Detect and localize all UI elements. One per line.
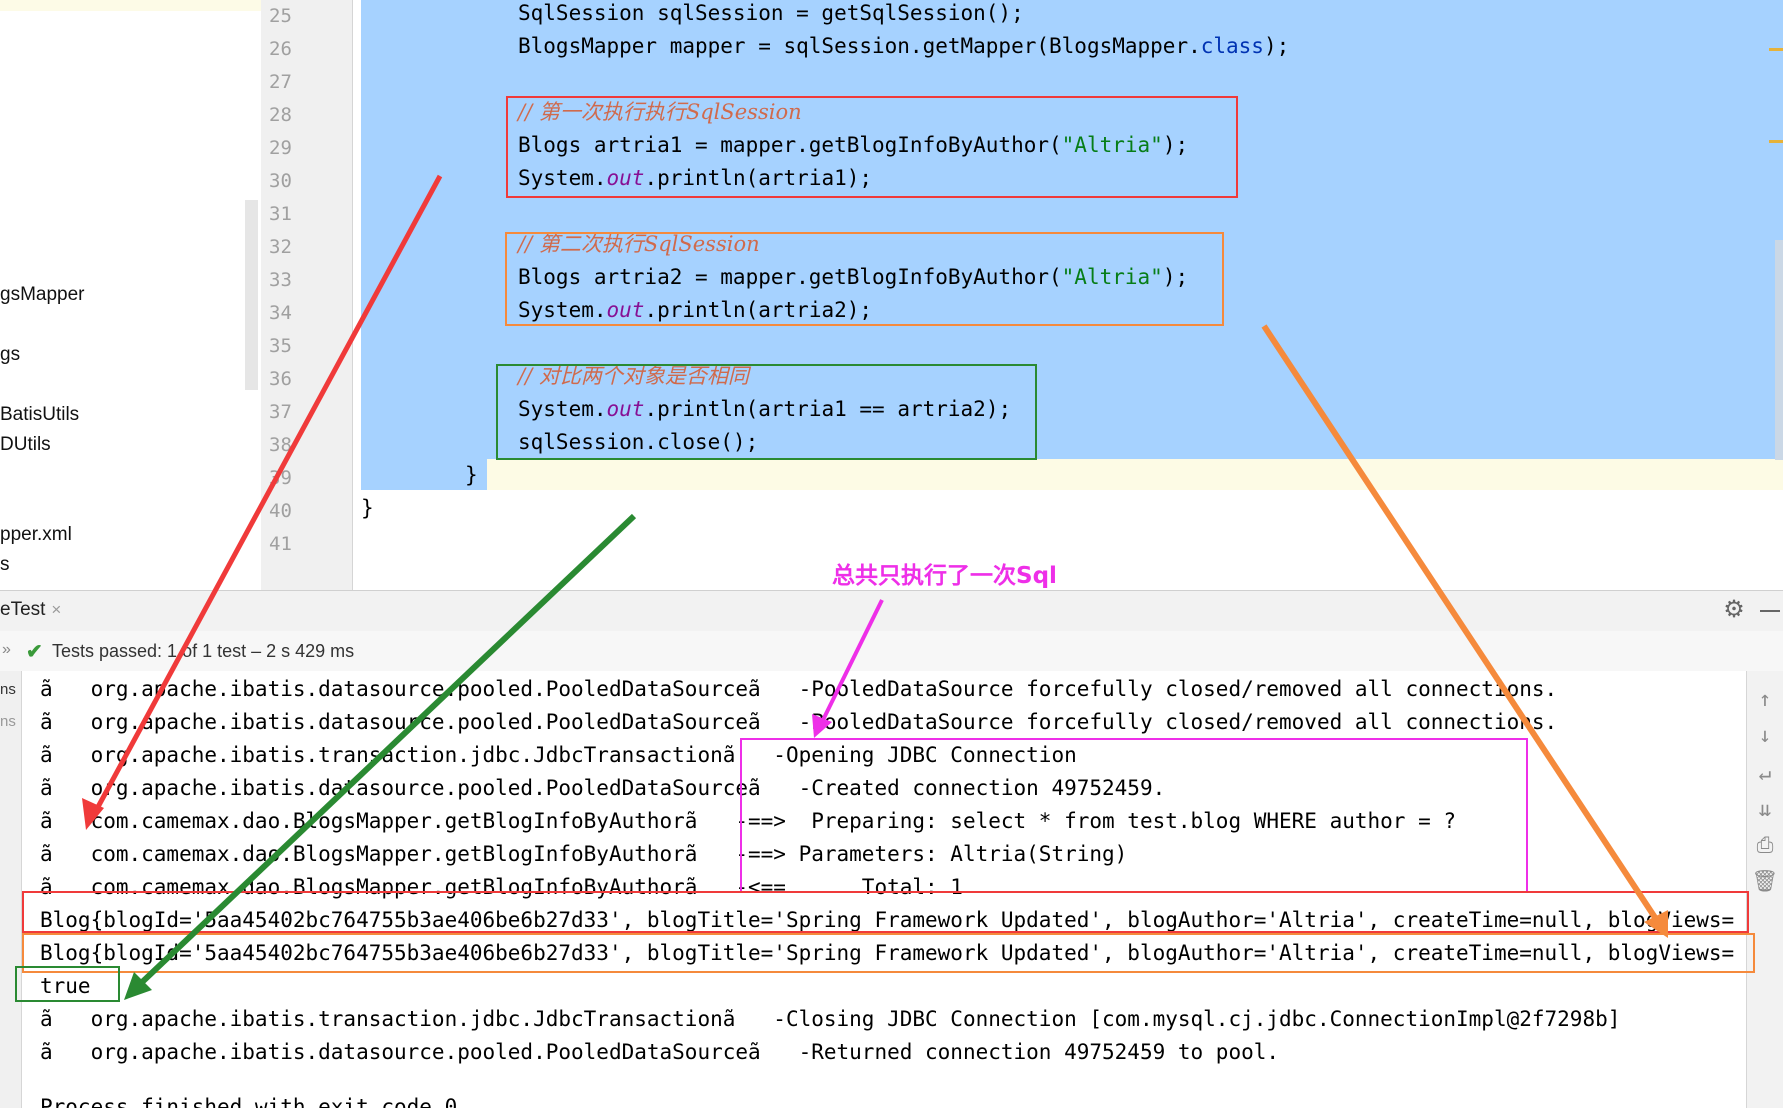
tree-item-uuidutils[interactable]: DUtils — [0, 434, 51, 455]
close-icon[interactable]: × — [51, 600, 62, 619]
code-line-26: BlogsMapper mapper = sqlSession.getMappe… — [518, 34, 1290, 58]
code-line-34: System.out.println(artria2); — [518, 298, 873, 322]
code-comment-second-query: // 第二次执行SqlSession — [518, 232, 760, 256]
line-number: 39 — [269, 467, 292, 489]
annotation-box-compare — [496, 364, 1037, 460]
line-number: 25 — [269, 5, 292, 27]
line-number: 36 — [269, 368, 292, 390]
run-tab[interactable]: eTest × — [0, 599, 61, 621]
arrow-down-icon[interactable]: ↓ — [1758, 723, 1772, 747]
annotation-box-result-2 — [22, 933, 1755, 973]
console-compare-result: true — [40, 974, 91, 998]
tests-passed-text: Tests passed: 1 of 1 test – 2 s 429 ms — [52, 641, 355, 661]
run-tab-label: eTest — [0, 599, 46, 620]
minimize-icon[interactable] — [1760, 610, 1780, 612]
code-line-30: System.out.println(artria1); — [518, 166, 873, 190]
console-line: ã org.apache.ibatis.transaction.jdbc.Jdb… — [40, 1007, 1621, 1031]
tree-highlight-strip — [0, 0, 261, 11]
annotation-box-true — [15, 966, 120, 1002]
editor-scrollbar[interactable] — [1775, 240, 1783, 460]
code-line-40: } — [361, 496, 374, 520]
line-number: 34 — [269, 302, 292, 324]
annotation-box-result-1 — [22, 891, 1749, 933]
line-number: 29 — [269, 137, 292, 159]
expand-icon[interactable]: » — [2, 641, 11, 658]
line-number: 31 — [269, 203, 292, 225]
caret-line-highlight — [487, 459, 1783, 490]
print-icon[interactable]: ⎙ — [1756, 833, 1774, 857]
annotation-box-first-query — [506, 96, 1238, 198]
line-number: 28 — [269, 104, 292, 126]
scroll-to-end-icon[interactable]: ⇊ — [1758, 797, 1772, 821]
annotation-note: 总共只执行了一次Sql — [832, 563, 1057, 589]
tree-item-mapper-xml[interactable]: pper.xml — [0, 524, 72, 545]
tree-item-s[interactable]: s — [0, 554, 10, 575]
line-number: 37 — [269, 401, 292, 423]
code-line-29: Blogs artria1 = mapper.getBlogInfoByAuth… — [518, 133, 1189, 157]
test-tree-item[interactable]: ns — [0, 681, 16, 698]
console-toolbar: ↑ ↓ ↵ ⇊ ⎙ 🗑 — [1746, 671, 1783, 1108]
line-number: 40 — [269, 500, 292, 522]
code-comment-compare: // 对比两个对象是否相同 — [518, 364, 749, 388]
project-tree-panel: gsMapper gs BatisUtils DUtils pper.xml s — [0, 0, 261, 590]
code-line-37: System.out.println(artria1 == artria2); — [518, 397, 1012, 421]
soft-wrap-icon[interactable]: ↵ — [1758, 761, 1772, 785]
test-tree-strip: ns ns — [0, 671, 22, 1108]
error-stripe-marker[interactable] — [1769, 140, 1783, 143]
line-number: 41 — [269, 533, 292, 555]
arrow-up-icon[interactable]: ↑ — [1758, 687, 1772, 711]
line-number: 30 — [269, 170, 292, 192]
code-line-25: SqlSession sqlSession = getSqlSession(); — [518, 1, 1024, 25]
code-editor[interactable]: SqlSession sqlSession = getSqlSession();… — [353, 0, 1783, 590]
console-line: ã org.apache.ibatis.datasource.pooled.Po… — [40, 710, 1558, 734]
test-status-bar: » ✔ Tests passed: 1 of 1 test – 2 s 429 … — [0, 631, 1783, 671]
line-number: 26 — [269, 38, 292, 60]
trash-icon[interactable]: 🗑 — [1751, 869, 1779, 893]
test-tree-item[interactable]: ns — [0, 713, 16, 730]
tree-scrollbar[interactable] — [245, 200, 258, 390]
tree-item-blogs[interactable]: gs — [0, 344, 21, 365]
run-tool-window-header: eTest × ⚙ — [0, 590, 1783, 632]
line-number-gutter: 25 26 27 28 29 30 31 32 33 34 35 36 37 3… — [261, 0, 619, 590]
gear-icon[interactable]: ⚙ — [1723, 596, 1745, 623]
code-line-39: } — [465, 463, 478, 487]
tree-item-mybatisutils[interactable]: BatisUtils — [0, 404, 80, 425]
line-number: 35 — [269, 335, 292, 357]
line-number: 32 — [269, 236, 292, 258]
error-stripe-marker[interactable] — [1769, 48, 1783, 51]
console-line: ã org.apache.ibatis.datasource.pooled.Po… — [40, 1040, 1280, 1064]
line-number: 33 — [269, 269, 292, 291]
check-icon: ✔ — [26, 641, 43, 663]
code-comment-first-query: // 第一次执行执行SqlSession — [518, 100, 802, 124]
annotation-box-sql-log — [740, 738, 1528, 893]
console-exit-line: Process finished with exit code 0 — [40, 1095, 458, 1108]
line-number: 38 — [269, 434, 292, 456]
line-number: 27 — [269, 71, 292, 93]
console-line: ã org.apache.ibatis.datasource.pooled.Po… — [40, 677, 1558, 701]
code-line-33: Blogs artria2 = mapper.getBlogInfoByAuth… — [518, 265, 1189, 289]
tree-item-blogsmapper[interactable]: gsMapper — [0, 284, 85, 305]
code-line-38: sqlSession.close(); — [518, 430, 759, 454]
annotation-box-second-query — [505, 232, 1224, 326]
